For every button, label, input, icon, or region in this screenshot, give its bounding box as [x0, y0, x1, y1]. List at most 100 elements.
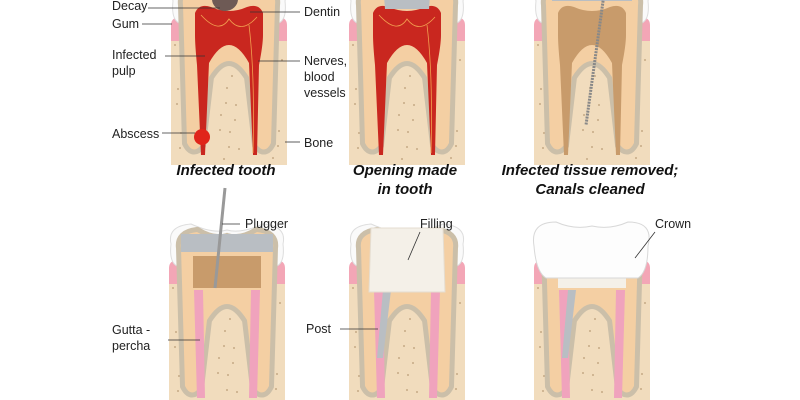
bone-dot: [601, 391, 603, 393]
infected-pulp: [195, 5, 263, 155]
bone-dot: [459, 59, 461, 61]
bone-dot: [358, 375, 360, 377]
bone-dot: [176, 103, 178, 105]
bone-dot: [640, 388, 642, 390]
bone-dot: [641, 130, 643, 132]
bone-dot: [398, 114, 400, 116]
bone-dot: [277, 145, 279, 147]
bone-dot: [588, 345, 590, 347]
bone-dot: [403, 102, 405, 104]
tooth-panel-opening: [349, 0, 465, 165]
bone-dot: [224, 330, 226, 332]
bone-dot: [227, 374, 229, 376]
bone-dot: [537, 287, 539, 289]
leader-line: [634, 231, 656, 259]
bone-dot: [635, 157, 637, 159]
bone-dot: [234, 119, 236, 121]
bone-dot: [226, 389, 228, 391]
bone-dot: [355, 331, 357, 333]
bone-dot: [598, 347, 600, 349]
gutta-percha: [614, 290, 625, 398]
bone-dot: [172, 287, 174, 289]
bone-dot: [644, 302, 646, 304]
bone-dot: [357, 147, 359, 149]
infected-pulp: [373, 5, 441, 155]
bone-dot: [416, 391, 418, 393]
bone-dot: [582, 372, 584, 374]
bone-dot: [586, 158, 588, 160]
bone-dot: [407, 131, 409, 133]
opening: [552, 0, 632, 1]
label-crown: Crown: [655, 217, 692, 231]
tooth-panel-filling: [349, 223, 465, 400]
bone-dot: [540, 88, 542, 90]
bone-dot: [354, 103, 356, 105]
bone-dot: [174, 44, 176, 46]
bone-dot: [413, 347, 415, 349]
bone-dot: [226, 87, 228, 89]
bone-dot: [416, 148, 418, 150]
tooth-panel-cleaned: [534, 0, 650, 165]
caption-tissue-removed: Infected tissue removed;Canals cleaned: [501, 162, 679, 198]
bone-dot: [236, 391, 238, 393]
bone-dot: [178, 375, 180, 377]
bone-dot: [276, 373, 278, 375]
bone-dot: [218, 357, 220, 359]
bone-dot: [229, 131, 231, 133]
bone-dot: [358, 132, 360, 134]
bone-dot: [217, 372, 219, 374]
post: [377, 290, 391, 358]
bone-dot: [357, 390, 359, 392]
bone-dot: [591, 146, 593, 148]
bone-dot: [640, 145, 642, 147]
gutta-percha: [249, 290, 260, 398]
tooth-panel-crown: [532, 221, 650, 400]
bone-dot: [412, 119, 414, 121]
bone-dot: [592, 131, 594, 133]
nerves: [200, 14, 258, 154]
bone-dot: [455, 145, 457, 147]
bone-dot: [228, 146, 230, 148]
bone-dot: [404, 87, 406, 89]
bone-dot: [409, 318, 411, 320]
bone-dot: [397, 129, 399, 131]
bone-dot: [275, 388, 277, 390]
bone-dot: [175, 331, 177, 333]
tooth-panel-infected: [171, 0, 287, 165]
bone-dot: [450, 157, 452, 159]
bone-dot: [223, 158, 225, 160]
bone-dot: [406, 389, 408, 391]
bone-dot: [412, 362, 414, 364]
bone-dot: [542, 147, 544, 149]
bone-dot: [409, 75, 411, 77]
bone-dot: [537, 44, 539, 46]
opening: [181, 234, 273, 252]
bone-dot: [238, 148, 240, 150]
bone-dot: [354, 346, 356, 348]
bone-dot: [232, 362, 234, 364]
bone-dot: [601, 148, 603, 150]
cleaned-canals: [558, 5, 626, 155]
bone-dot: [589, 330, 591, 332]
label-gutta-percha: Gutta -percha: [112, 323, 151, 353]
pulp-chamber: [193, 256, 261, 288]
bone-dot: [413, 104, 415, 106]
label-decay: Decay: [112, 0, 148, 13]
filling: [558, 276, 626, 288]
bone-dot: [225, 102, 227, 104]
bone-dot: [641, 373, 643, 375]
bone-dot: [398, 357, 400, 359]
bone-dot: [401, 158, 403, 160]
bone-dot: [235, 104, 237, 106]
bone-dot: [233, 347, 235, 349]
bone-dot: [456, 373, 458, 375]
plugger: [213, 187, 227, 289]
abscess: [194, 129, 210, 145]
bone-dot: [272, 157, 274, 159]
bone-dot: [352, 287, 354, 289]
opening: [384, 0, 430, 9]
bone-dot: [406, 146, 408, 148]
